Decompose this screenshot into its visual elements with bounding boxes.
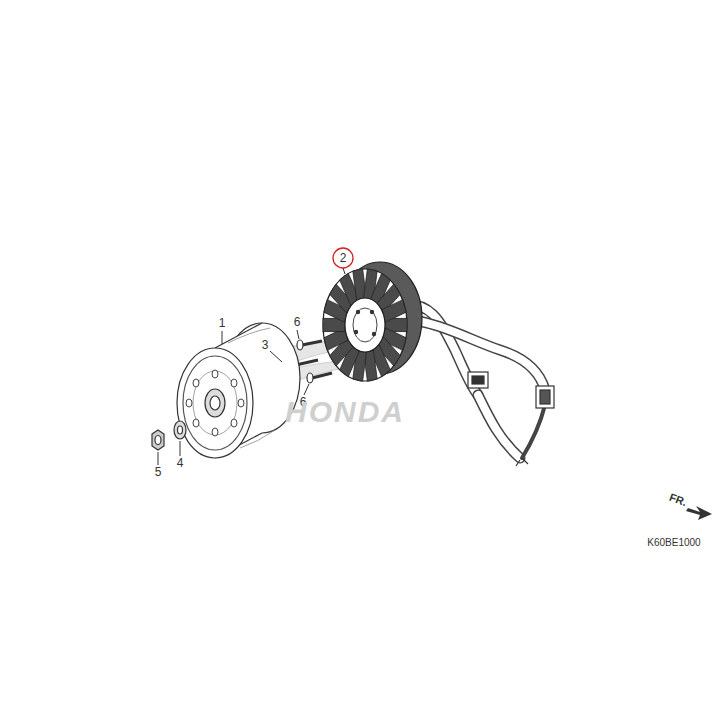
direction-label: FR. <box>668 492 688 508</box>
callout-number: 5 <box>155 466 162 478</box>
connector-plug <box>468 372 554 466</box>
stator <box>323 262 422 381</box>
leader-line <box>158 268 345 465</box>
front-arrow <box>686 506 712 520</box>
callout-number: 3 <box>262 339 269 351</box>
flywheel <box>177 323 300 458</box>
callout-number: 2 <box>340 252 347 264</box>
callout-number: 1 <box>219 317 226 329</box>
watermark-text: HONDA <box>285 397 405 427</box>
callout-number: 6 <box>294 316 301 328</box>
diagram-code: K60BE1000 <box>647 538 700 548</box>
highlight-circle <box>333 248 353 268</box>
nut <box>152 430 164 450</box>
callout-number: 4 <box>177 457 184 469</box>
washer <box>174 421 186 439</box>
